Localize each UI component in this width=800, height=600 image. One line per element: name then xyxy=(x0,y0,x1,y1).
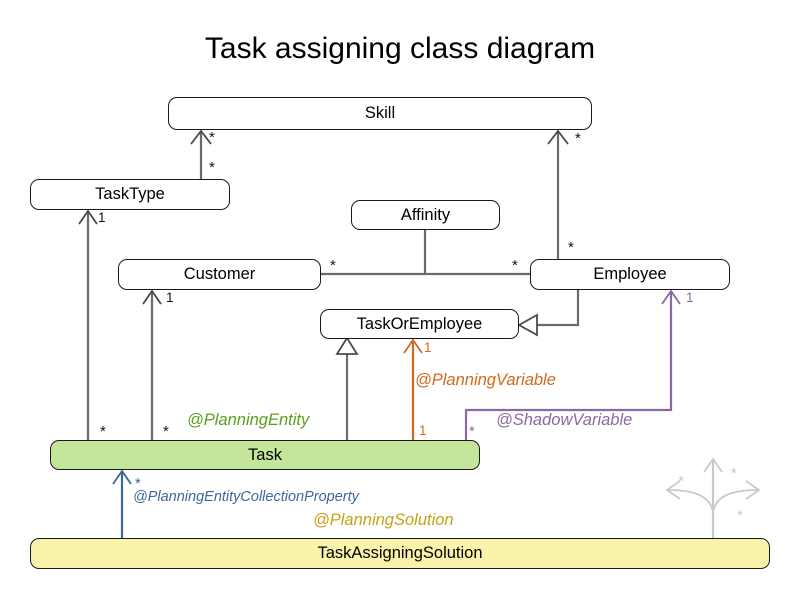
cardinality-task-tasktype: 1 xyxy=(98,210,106,225)
class-box-employee[interactable]: Employee xyxy=(530,259,730,290)
cardinality-tasktype-skill-top: * xyxy=(209,129,215,146)
cardinality-task-customer: 1 xyxy=(166,290,174,305)
cardinality-task-customer-star: * xyxy=(163,423,169,440)
connector-task-planning-variable xyxy=(403,338,423,440)
cardinality-fan-up-star: * xyxy=(731,465,737,482)
annotation-planning-entity: @PlanningEntity xyxy=(187,411,310,429)
connector-employee-to-skill xyxy=(547,129,569,259)
cardinality-planning-variable-bottom: 1 xyxy=(419,423,427,438)
class-name-affinity: Affinity xyxy=(400,205,451,224)
page-title: Task assigning class diagram xyxy=(204,32,596,65)
class-name-customer: Customer xyxy=(183,265,256,283)
connector-solution-fan-out xyxy=(665,457,761,538)
class-name-tasktype: TaskType xyxy=(95,185,165,203)
cardinality-solution-task-star: * xyxy=(135,475,141,492)
annotation-planning-variable: @PlanningVariable xyxy=(415,371,556,389)
class-box-task[interactable]: Task xyxy=(50,440,480,470)
class-name-taskoremployee: TaskOrEmployee xyxy=(356,314,483,333)
connector-task-to-tasktype xyxy=(78,209,98,440)
connector-task-generalizes-taskoremployee xyxy=(335,336,359,440)
cardinality-customer-left: * xyxy=(330,257,336,274)
annotation-shadow-variable: @ShadowVariable xyxy=(496,411,633,429)
cardinality-task-shadow-star: * xyxy=(469,423,475,440)
class-name-employee: Employee xyxy=(593,265,667,283)
cardinality-planning-variable-top: 1 xyxy=(424,340,432,355)
cardinality-employee-shadow-1: 1 xyxy=(686,290,694,305)
cardinality-employee-skill-bottom: * xyxy=(568,239,574,256)
class-box-affinity[interactable]: Affinity xyxy=(351,200,500,230)
class-name-task: Task xyxy=(248,445,282,464)
class-name-skill: Skill xyxy=(364,104,396,122)
class-box-customer[interactable]: Customer xyxy=(118,259,321,290)
connector-task-shadow-variable xyxy=(464,289,681,440)
cardinality-task-tasktype-star: * xyxy=(100,423,106,440)
connector-employee-generalizes-taskoremployee xyxy=(517,290,580,337)
cardinality-fan-left-star: * xyxy=(678,473,684,490)
annotation-planning-entity-collection-property: @PlanningEntityCollectionProperty xyxy=(133,489,359,505)
cardinality-employee-left: * xyxy=(512,257,518,274)
class-name-taskassigningsolution: TaskAssigningSolution xyxy=(317,544,483,562)
cardinality-employee-skill-top: * xyxy=(575,130,581,147)
class-box-tasktype[interactable]: TaskType xyxy=(30,179,230,210)
connector-task-to-customer xyxy=(142,289,162,440)
cardinality-tasktype-skill-bottom: * xyxy=(209,159,215,176)
class-box-taskassigningsolution[interactable]: TaskAssigningSolution xyxy=(30,538,770,569)
connector-tasktype-to-skill xyxy=(190,129,212,179)
annotation-planning-solution: @PlanningSolution xyxy=(313,511,454,529)
cardinality-fan-right-star: * xyxy=(737,507,743,524)
class-box-skill[interactable]: Skill xyxy=(168,97,592,130)
class-box-taskoremployee[interactable]: TaskOrEmployee xyxy=(320,309,519,339)
connector-solution-to-task xyxy=(112,469,132,538)
